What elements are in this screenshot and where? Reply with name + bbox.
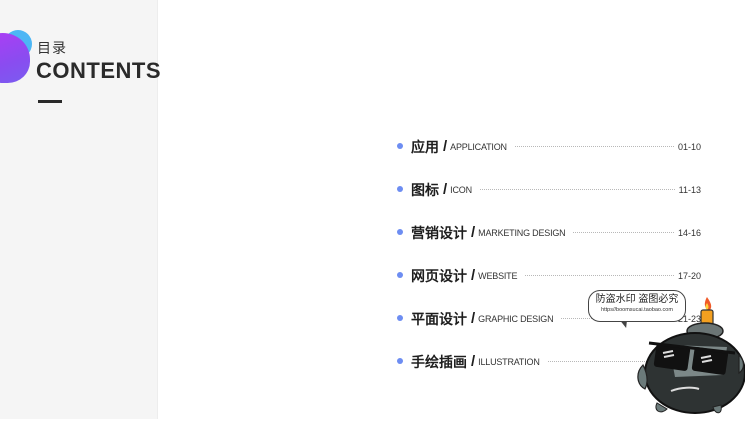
table-of-contents: 应用 / APPLICATION 01-10 图标 / ICON 11-13 营… (397, 125, 701, 383)
bullet-dot-icon (397, 314, 403, 321)
toc-item-pages: 17-20 (677, 270, 701, 281)
toc-item-slash: / (471, 224, 476, 241)
bullet-dot-icon (397, 142, 403, 149)
toc-item-title-cn: 应用 (411, 138, 439, 155)
toc-item-slash: / (471, 353, 476, 370)
toc-item-marketing-design[interactable]: 营销设计 / MARKETING DESIGN 14-16 (397, 211, 701, 254)
bullet-dot-icon (397, 228, 403, 235)
dotted-leader (573, 232, 674, 233)
toc-item-title-cn: 平面设计 (411, 310, 467, 327)
toc-item-title-en: ICON (450, 184, 472, 195)
bullet-dot-icon (397, 271, 403, 278)
bomb-mascot-icon (637, 297, 745, 414)
toc-item-pages: 01-10 (677, 141, 701, 152)
toc-item-illustration[interactable]: 手绘插画 / ILLUSTRATION (397, 340, 701, 383)
toc-item-pages: 11-13 (678, 184, 701, 195)
toc-item-title-en: WEBSITE (478, 270, 518, 281)
bullet-dot-icon (397, 185, 403, 192)
dotted-leader (547, 361, 697, 362)
page-title-en: CONTENTS (36, 58, 161, 83)
dotted-leader (479, 189, 675, 190)
toc-item-slash: / (471, 267, 476, 284)
watermark-speech-bubble: 防盗水印 盗图必究 https//boomsucai.taobao.com (588, 290, 686, 322)
watermark-text: 防盗水印 盗图必究 (595, 294, 679, 305)
watermark-url: https//boomsucai.taobao.com (601, 307, 673, 313)
bullet-dot-icon (397, 357, 403, 364)
toc-item-title-en: APPLICATION (450, 141, 507, 152)
toc-item-title-cn: 网页设计 (411, 267, 467, 284)
toc-item-title-cn: 营销设计 (411, 224, 467, 241)
toc-item-icon[interactable]: 图标 / ICON 11-13 (397, 168, 701, 211)
toc-item-slash: / (443, 138, 448, 155)
toc-item-title-en: MARKETING DESIGN (478, 227, 566, 238)
toc-item-title-cn: 图标 (411, 181, 439, 198)
toc-item-pages: 21-23 (677, 313, 701, 324)
toc-item-title-cn: 手绘插画 (411, 353, 467, 370)
toc-item-slash: / (443, 181, 448, 198)
dotted-leader (514, 146, 674, 147)
title-underline (38, 100, 62, 103)
toc-item-title-en: ILLUSTRATION (478, 356, 540, 367)
toc-item-pages: 14-16 (677, 227, 701, 238)
page-title-cn: 目录 (37, 40, 67, 56)
dotted-leader (525, 275, 674, 276)
toc-item-title-en: GRAPHIC DESIGN (478, 313, 554, 324)
toc-item-slash: / (471, 310, 476, 327)
toc-item-application[interactable]: 应用 / APPLICATION 01-10 (397, 125, 701, 168)
toc-item-website[interactable]: 网页设计 / WEBSITE 17-20 (397, 254, 701, 297)
